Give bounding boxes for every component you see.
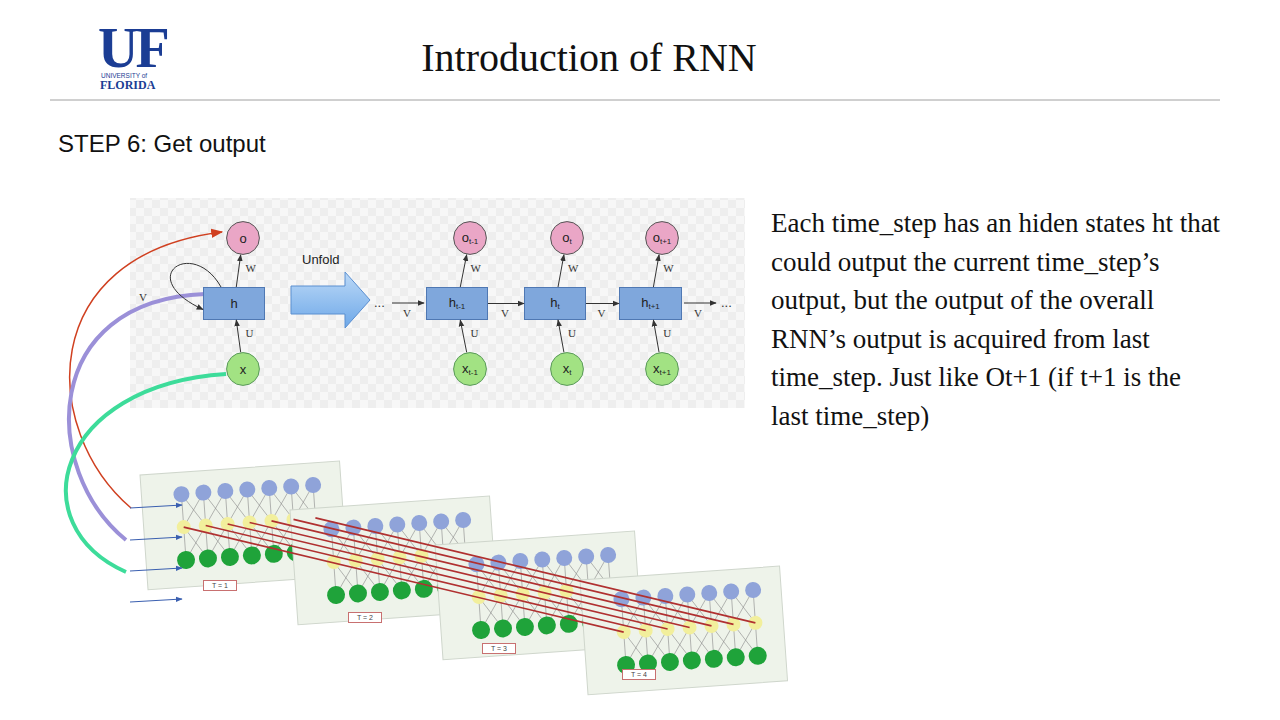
slide-title: Introduction of RNN — [0, 36, 1178, 80]
output-correspondence-curve — [70, 232, 222, 508]
connector-arrow — [558, 320, 564, 352]
time-step-tag: T = 4 — [622, 669, 656, 680]
ellipsis: ... — [721, 296, 732, 310]
weight-label: W — [663, 263, 673, 274]
time-step-tag: T = 3 — [482, 643, 516, 654]
hidden-state-box: ht-1 — [426, 287, 488, 320]
node-circle — [551, 353, 584, 386]
connector-arrow — [170, 263, 221, 309]
logo-text: FLORIDA — [100, 79, 155, 91]
unfold-arrow — [291, 272, 370, 328]
node-circle — [551, 222, 584, 255]
connector-arrow — [488, 303, 524, 304]
connector-arrow — [236, 320, 240, 352]
logo-letters: UF — [98, 20, 167, 76]
node-label: ot — [562, 231, 571, 246]
weight-label: V — [598, 308, 606, 319]
figure-background — [130, 198, 745, 408]
layer-pointer-arrows — [130, 505, 182, 602]
weight-label: V — [694, 307, 702, 319]
node-label: x — [240, 363, 247, 376]
hidden-state-box: ht+1 — [619, 287, 682, 320]
node-label: o — [239, 232, 246, 245]
output-node: ot — [550, 221, 584, 255]
node-label: T = 1 — [212, 582, 228, 589]
input-node: xt — [550, 352, 584, 386]
network-panel — [580, 566, 788, 695]
hidden-state-box: h — [203, 287, 265, 320]
input-node: xt-1 — [453, 352, 487, 386]
recurrent-links — [184, 518, 756, 632]
hidden-correspondence-curve — [69, 294, 205, 540]
connector-arrow — [460, 320, 466, 352]
node-circle — [227, 353, 260, 386]
output-node: ot-1 — [453, 221, 487, 255]
weight-label: W — [568, 263, 578, 274]
weight-label: V — [403, 307, 411, 319]
weight-label: V — [139, 292, 147, 303]
weight-label: W — [470, 263, 480, 274]
node-label: T = 3 — [491, 645, 507, 652]
input-correspondence-curve — [66, 374, 226, 572]
explanation-text: Each time_step has an hiden states ht th… — [771, 204, 1223, 435]
weight-label: V — [501, 308, 509, 319]
input-node: xt+1 — [645, 352, 679, 386]
node-label: ht — [550, 296, 559, 311]
time-step-tag: T = 1 — [203, 580, 237, 591]
hidden-state-box: ht — [524, 287, 586, 320]
node-label: xt+1 — [653, 362, 671, 377]
connector-arrow — [586, 303, 619, 304]
node-label: ot+1 — [653, 231, 672, 246]
unfold-label: Unfold — [302, 253, 340, 267]
weight-label: U — [663, 328, 671, 339]
title-rule — [50, 100, 1220, 101]
input-node: x — [226, 352, 260, 386]
time-step-tag: T = 2 — [348, 612, 382, 623]
incoming-state-arrow — [392, 303, 424, 304]
weight-label: U — [245, 328, 253, 339]
node-circle — [454, 222, 487, 255]
weight-label: W — [245, 263, 255, 274]
node-label: T = 4 — [631, 671, 647, 678]
node-label: T = 2 — [357, 614, 373, 621]
ellipsis: ... — [374, 296, 385, 310]
connector-arrow — [460, 255, 466, 287]
node-circle — [646, 222, 679, 255]
connector-arrow — [558, 255, 564, 287]
weight-label: U — [568, 328, 576, 339]
node-label: h — [230, 297, 237, 310]
connector-arrow — [653, 255, 659, 287]
connector-arrow — [236, 255, 240, 287]
node-label: ot-1 — [462, 231, 479, 246]
node-circle — [454, 353, 487, 386]
node-label: xt-1 — [462, 362, 478, 377]
connector-arrow — [653, 320, 659, 352]
step-heading: STEP 6: Get output — [58, 131, 266, 157]
output-node: ot+1 — [645, 221, 679, 255]
node-label: xt — [563, 362, 572, 377]
output-node: o — [226, 221, 260, 255]
node-circle — [646, 353, 679, 386]
outgoing-state-arrow — [684, 303, 716, 304]
node-label: ht+1 — [641, 296, 660, 311]
weight-label: U — [470, 328, 478, 339]
node-circle — [227, 222, 260, 255]
node-label: ht-1 — [449, 296, 466, 311]
